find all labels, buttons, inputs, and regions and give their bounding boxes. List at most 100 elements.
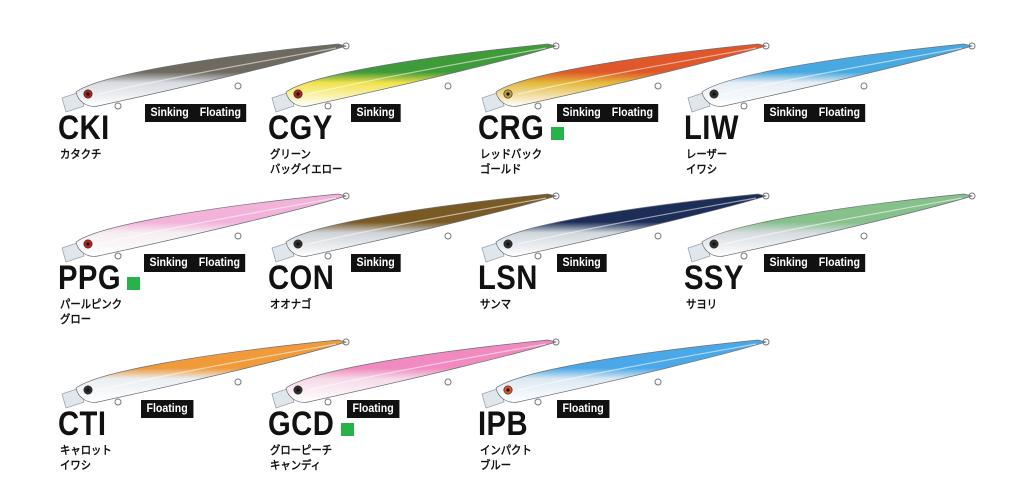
hook-ring: [534, 398, 542, 406]
color-code: IPB: [478, 405, 529, 443]
hook-ring: [740, 102, 748, 110]
floating-tag: Floating: [557, 400, 610, 418]
floating-tag: Floating: [347, 400, 400, 418]
lure-body: [495, 43, 768, 107]
lure-image: [271, 42, 560, 113]
lure-image: [271, 192, 560, 263]
line-eye-ring: [342, 338, 350, 346]
color-code: LSN: [478, 259, 538, 297]
lure-image: [481, 42, 770, 113]
sinking-tag: Sinking: [557, 254, 607, 272]
color-code: LIW: [684, 109, 739, 147]
lure-image: [61, 42, 350, 113]
line-eye-ring: [762, 338, 770, 346]
color-code: CRG: [478, 109, 545, 147]
hook-ring: [324, 102, 332, 110]
color-name-jp: レーザーイワシ: [686, 149, 728, 176]
lure-item-lsn: LSN サンマ Sinking: [478, 186, 770, 331]
hook-ring: [324, 252, 332, 260]
lure-item-ipb: IPB インパクトブルー Floating: [478, 332, 770, 477]
color-name-jp: パールピンクグロー: [60, 299, 123, 326]
color-code: CGY: [268, 109, 333, 147]
hook-ring: [534, 102, 542, 110]
color-name-jp: インパクトブルー: [480, 445, 532, 472]
color-code: CTI: [58, 405, 107, 443]
color-name-jp: キャロットイワシ: [60, 445, 112, 472]
hook-ring: [444, 378, 452, 386]
lure-body: [285, 339, 558, 403]
hook-ring: [654, 378, 662, 386]
sinking-tag: Sinking: [351, 254, 401, 272]
hook-ring: [654, 82, 662, 90]
glow-badge-icon: [551, 127, 565, 140]
hook-ring: [860, 232, 868, 240]
lure-image: [481, 192, 770, 263]
lure-body: [285, 43, 558, 107]
glow-badge-icon: [341, 423, 355, 436]
line-eye-ring: [762, 192, 770, 200]
lure-body: [495, 193, 768, 257]
color-name-jp: グリーンバッグイエロー: [270, 149, 343, 176]
lure-image: [687, 42, 976, 113]
lure-body: [75, 193, 348, 257]
line-eye-ring: [968, 42, 976, 50]
lure-image: [61, 192, 350, 263]
lure-image: [271, 338, 560, 409]
hook-ring: [444, 232, 452, 240]
lure-item-con: CON オオナゴ Sinking: [268, 186, 560, 331]
hook-ring: [114, 398, 122, 406]
line-eye-ring: [552, 338, 560, 346]
hook-ring: [324, 398, 332, 406]
color-name-jp: サヨリ: [686, 299, 718, 311]
hook-ring: [654, 232, 662, 240]
color-name-jp: レッドバックゴールド: [480, 149, 543, 176]
lure-item-gcd: GCD グローピーチキャンディ Floating: [268, 332, 560, 477]
hook-ring: [534, 252, 542, 260]
color-code: CKI: [58, 109, 110, 147]
hook-ring: [860, 82, 868, 90]
lure-item-cgy: CGY グリーンバッグイエロー Sinking: [268, 36, 560, 181]
line-eye-ring: [762, 42, 770, 50]
lure-body: [75, 339, 348, 403]
sinking-tag: Sinking: [351, 104, 401, 122]
hook-ring: [234, 82, 242, 90]
line-eye-ring: [552, 192, 560, 200]
color-name-jp: グローピーチキャンディ: [270, 445, 333, 472]
line-eye-ring: [342, 42, 350, 50]
lure-image: [61, 338, 350, 409]
lure-image: [687, 192, 976, 263]
color-name-jp: サンマ: [480, 299, 512, 311]
color-code: PPG: [58, 259, 122, 297]
color-code: GCD: [268, 405, 335, 443]
color-code: SSY: [684, 259, 744, 297]
hook-ring: [234, 378, 242, 386]
lure-image: [481, 338, 770, 409]
color-name-jp: オオナゴ: [270, 299, 312, 311]
line-eye-ring: [968, 192, 976, 200]
floating-tag: Floating: [141, 400, 194, 418]
color-code: CON: [268, 259, 335, 297]
hook-ring: [740, 252, 748, 260]
glow-badge-icon: [127, 277, 141, 290]
hook-ring: [114, 102, 122, 110]
lure-item-cti: CTI キャロットイワシ Floating: [58, 332, 350, 477]
lure-body: [495, 339, 768, 403]
lure-body: [75, 43, 348, 107]
line-eye-ring: [342, 192, 350, 200]
line-eye-ring: [552, 42, 560, 50]
hook-ring: [444, 82, 452, 90]
lure-body: [285, 193, 558, 257]
lure-body: [701, 193, 974, 257]
hook-ring: [114, 252, 122, 260]
hook-ring: [234, 232, 242, 240]
